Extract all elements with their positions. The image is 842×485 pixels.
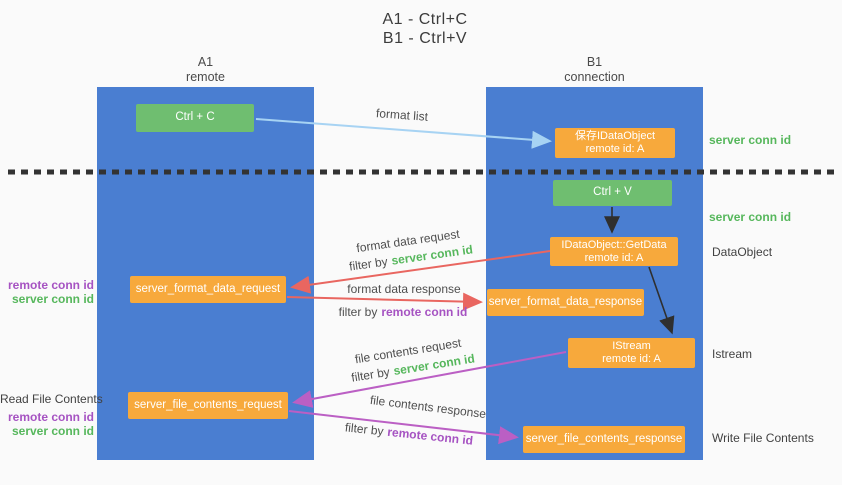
column-a1-role: remote [186, 70, 225, 84]
node-ctrl-v-label: Ctrl + V [593, 186, 632, 199]
diagram-title: A1 - Ctrl+C B1 - Ctrl+V [320, 10, 530, 48]
node-ctrl-c: Ctrl + C [136, 104, 254, 132]
label-remote-conn-id-left-1: remote conn id [7, 278, 94, 292]
label-write-file-contents: Write File Contents [712, 431, 814, 445]
node-idataobject-getdata-line1: IDataObject::GetData [561, 238, 667, 251]
node-server-file-contents-response: server_file_contents_response [523, 426, 685, 453]
label-remote-conn-id-left-2: remote conn id [7, 410, 94, 424]
node-istream-line1: IStream [612, 340, 651, 352]
label-format-data-response: format data response [347, 282, 461, 296]
column-b1-id: B1 [586, 55, 603, 69]
title-line-2: B1 - Ctrl+V [382, 30, 468, 47]
node-idataobject-getdata-line2: remote id: A [584, 251, 644, 264]
label-istream: Istream [712, 347, 753, 361]
label-server-conn-id-mid: server conn id [709, 210, 792, 224]
column-header-a1: A1 remote [97, 55, 314, 85]
column-header-b1: B1 connection [486, 55, 703, 85]
node-istream: IStream remote id: A [568, 338, 695, 368]
node-server-format-data-request-label: server_format_data_request [135, 282, 281, 295]
node-server-file-contents-request: server_file_contents_request [128, 392, 288, 419]
node-server-format-data-response-label: server_format_data_response [488, 295, 643, 308]
node-server-file-contents-response-label: server_file_contents_response [525, 432, 683, 445]
node-save-idataobject-line2: remote id: A [585, 143, 645, 155]
label-server-conn-id-left-2: server conn id [11, 424, 94, 438]
left-labels-file-request: Read File Contents remote conn id server… [0, 392, 103, 438]
format-data-response-arrow [286, 292, 483, 311]
column-b1-role: connection [564, 70, 625, 84]
label-dataobject: DataObject [712, 245, 773, 259]
node-ctrl-v: Ctrl + V [553, 180, 672, 206]
label-server-conn-id-top: server conn id [709, 133, 792, 147]
node-save-idataobject-line1: 保存IDataObject [574, 130, 656, 142]
node-ctrl-c-label: Ctrl + C [175, 111, 215, 124]
node-save-idataobject: 保存IDataObject remote id: A [555, 128, 675, 158]
column-a1-id: A1 [197, 55, 214, 69]
left-labels-format-request: remote conn id server conn id [0, 278, 94, 306]
node-server-format-data-request: server_format_data_request [130, 276, 286, 303]
label-server-conn-id-left-1: server conn id [11, 292, 94, 306]
node-server-format-data-response: server_format_data_response [487, 289, 644, 316]
label-file-contents-response: file contents response [369, 392, 487, 422]
label-read-file-contents: Read File Contents [0, 392, 103, 406]
node-idataobject-getdata: IDataObject::GetData remote id: A [550, 237, 678, 266]
node-server-file-contents-request-label: server_file_contents_request [134, 398, 282, 411]
node-istream-line2: remote id: A [602, 353, 661, 365]
label-format-list: format list [375, 106, 429, 124]
title-line-1: A1 - Ctrl+C [382, 11, 468, 28]
